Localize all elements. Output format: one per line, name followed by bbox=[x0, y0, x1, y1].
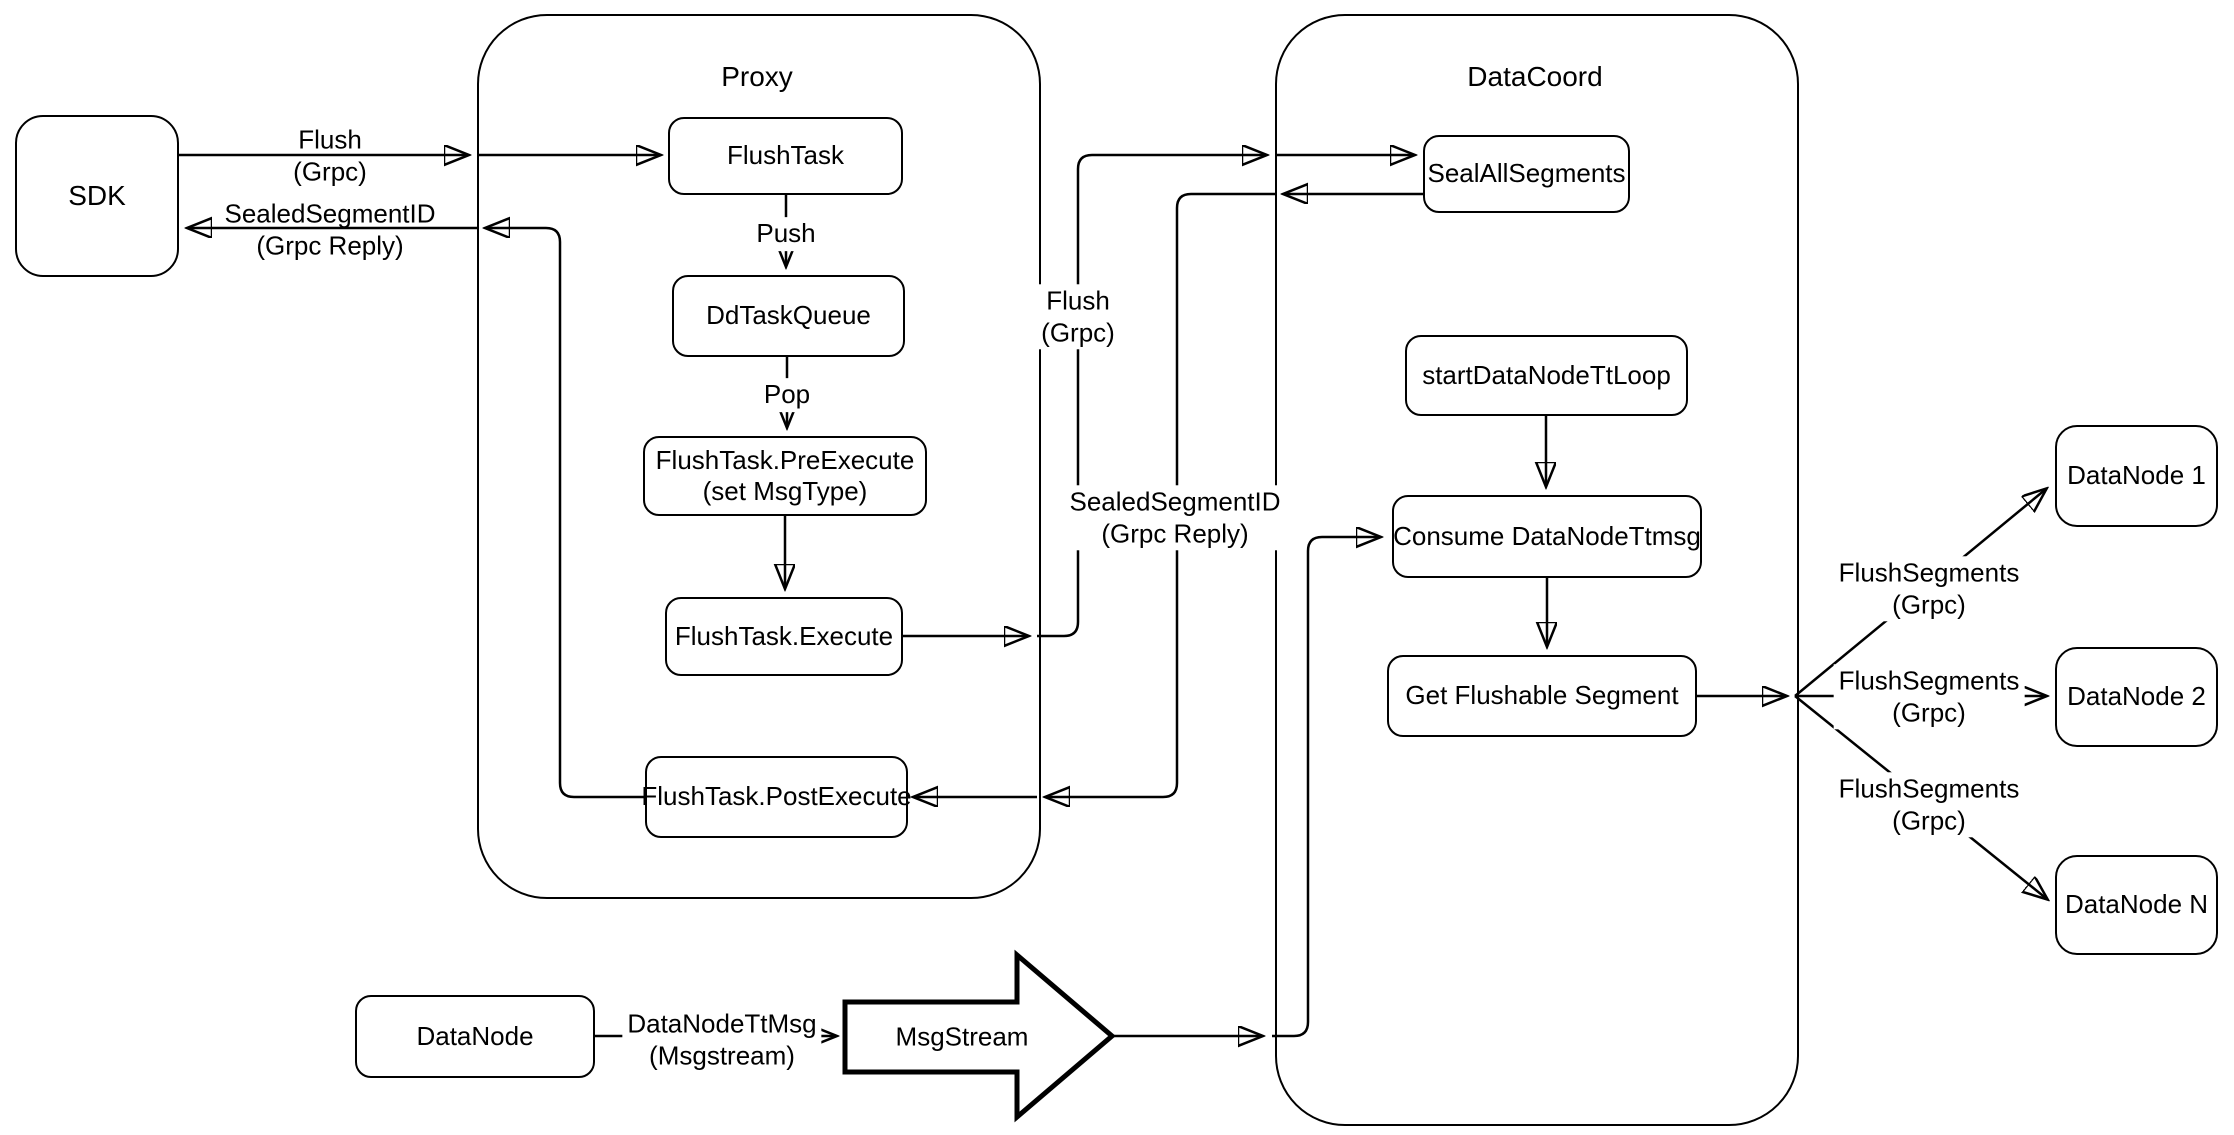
node-ddtaskqueue: DdTaskQueue bbox=[672, 275, 905, 357]
proxy-container bbox=[477, 14, 1041, 899]
node-preexecute-label: FlushTask.PreExecute (set MsgType) bbox=[656, 445, 915, 507]
node-consumedatanodettmsg-label: Consume DataNodeTtmsg bbox=[1393, 520, 1701, 551]
node-postexecute-label: FlushTask.PostExecute bbox=[641, 781, 912, 812]
edge-label-sealed-left-line1: SealedSegmentID bbox=[224, 198, 436, 229]
node-datanode2-label: DataNode 2 bbox=[2067, 681, 2206, 712]
node-flushtask-label: FlushTask bbox=[726, 140, 845, 171]
edge-label-flushsegments-1: FlushSegments (Grpc) bbox=[1833, 556, 2025, 622]
edge-label-flushsegments-2-line1: FlushSegments bbox=[1838, 665, 2020, 696]
node-datanode-bottom: DataNode bbox=[355, 995, 595, 1078]
node-execute: FlushTask.Execute bbox=[665, 597, 903, 676]
edge-label-flushsegments-2-line2: (Grpc) bbox=[1892, 697, 1966, 727]
msgstream-shape bbox=[842, 949, 1116, 1123]
edge-label-flush-left-line1: Flush bbox=[298, 124, 362, 155]
datacoord-container-title: DataCoord bbox=[1467, 61, 1603, 92]
edge-label-sealedsegmentid-mid: SealedSegmentID (Grpc Reply) bbox=[1064, 485, 1286, 551]
datacoord-container bbox=[1275, 14, 1799, 1126]
edge-reply-postexecute-to-proxyborder bbox=[486, 228, 645, 799]
node-sealallsegments: SealAllSegments bbox=[1423, 135, 1630, 213]
node-flushtask: FlushTask bbox=[668, 117, 903, 195]
node-sdk: SDK bbox=[15, 115, 179, 277]
edge-label-sealedsegmentid-left: SealedSegmentID (Grpc Reply) bbox=[224, 198, 435, 261]
edge-label-flushsegments-1-line2: (Grpc) bbox=[1892, 589, 1966, 619]
edge-label-push: Push bbox=[751, 217, 821, 251]
edge-label-flushsegments-2: FlushSegments (Grpc) bbox=[1833, 664, 2025, 730]
msgstream-shape-label: MsgStream bbox=[895, 1021, 1029, 1052]
edge-label-pop: Pop bbox=[758, 378, 816, 412]
node-execute-label: FlushTask.Execute bbox=[674, 620, 894, 651]
node-preexecute-line2: (set MsgType) bbox=[702, 476, 868, 506]
edge-feeder-up-to-consume bbox=[1272, 537, 1380, 1038]
edge-label-sealed-mid-line2: (Grpc Reply) bbox=[1101, 518, 1249, 548]
node-postexecute: FlushTask.PostExecute bbox=[641, 756, 912, 838]
node-startdatanodettloop: startDataNodeTtLoop bbox=[1405, 335, 1688, 416]
edge-flush-up-to-datacoord bbox=[1037, 155, 1266, 638]
node-datanode2: DataNode 2 bbox=[2055, 647, 2218, 747]
node-datanode-bottom-label: DataNode bbox=[416, 1020, 534, 1051]
edge-label-flush-mid-line1: Flush bbox=[1046, 285, 1110, 316]
node-preexecute: FlushTask.PreExecute (set MsgType) bbox=[643, 436, 927, 516]
edge-label-flushsegments-3-line1: FlushSegments bbox=[1838, 773, 2020, 804]
node-consumedatanodettmsg: Consume DataNodeTtmsg bbox=[1392, 495, 1702, 578]
edge-label-datanodettmsg-line1: DataNodeTtMsg bbox=[627, 1008, 817, 1039]
node-sealallsegments-label: SealAllSegments bbox=[1427, 158, 1626, 189]
node-startdatanodettloop-label: startDataNodeTtLoop bbox=[1422, 359, 1671, 390]
edge-label-flushsegments-1-line1: FlushSegments bbox=[1838, 557, 2020, 588]
edge-label-flush-left-line2: (Grpc) bbox=[293, 156, 367, 186]
node-datanode1: DataNode 1 bbox=[2055, 425, 2218, 527]
edge-label-flush-grpc-left: Flush (Grpc) bbox=[293, 124, 367, 187]
node-preexecute-line1: FlushTask.PreExecute bbox=[655, 444, 915, 475]
node-datanoden-label: DataNode N bbox=[2064, 889, 2209, 920]
edge-label-flushsegments-3-line2: (Grpc) bbox=[1892, 805, 1966, 835]
edge-label-flush-mid-line2: (Grpc) bbox=[1041, 317, 1115, 347]
node-datanoden: DataNode N bbox=[2055, 855, 2218, 955]
node-ddtaskqueue-label: DdTaskQueue bbox=[706, 300, 871, 331]
node-getflushablesegment-label: Get Flushable Segment bbox=[1405, 680, 1679, 711]
proxy-container-title: Proxy bbox=[721, 61, 793, 92]
node-sdk-label: SDK bbox=[68, 180, 126, 212]
node-getflushablesegment: Get Flushable Segment bbox=[1387, 655, 1697, 737]
edge-label-sealed-mid-line1: SealedSegmentID bbox=[1069, 486, 1281, 517]
edge-label-datanodettmsg-line2: (Msgstream) bbox=[649, 1040, 795, 1070]
edge-label-datanodettmsg: DataNodeTtMsg (Msgstream) bbox=[622, 1007, 822, 1073]
edge-label-flush-grpc-mid: Flush (Grpc) bbox=[1036, 284, 1120, 350]
edge-label-flushsegments-3: FlushSegments (Grpc) bbox=[1833, 772, 2025, 838]
node-datanode1-label: DataNode 1 bbox=[2067, 460, 2206, 491]
edge-label-sealed-left-line2: (Grpc Reply) bbox=[256, 230, 404, 260]
